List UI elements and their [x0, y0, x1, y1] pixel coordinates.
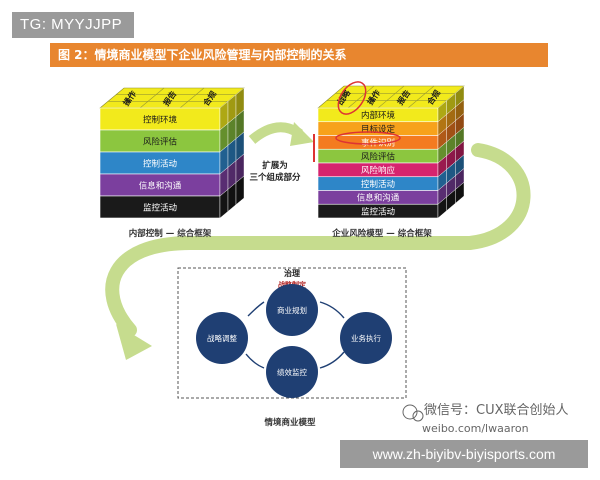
- left-layer-label-1: 风险评估: [143, 136, 178, 147]
- url-footer: www.zh-biyibv-biyisports.com: [340, 440, 588, 468]
- left-layer-label-0: 控制环境: [143, 114, 178, 125]
- node-business-planning: [266, 284, 318, 336]
- flow-arrow-head: [116, 324, 152, 360]
- figure-title: 图 2：情境商业模型下企业风险管理与内部控制的关系: [58, 48, 347, 62]
- left-cube-top-grid: [108, 87, 236, 109]
- node-business-planning-label: 商业规划: [277, 305, 307, 315]
- internal-control-cube: 操作报告合规 控制环境风险评估控制活动信息和沟通监控活动 内部控制 — 综合框架: [99, 87, 245, 239]
- right-cube-top-grid: [326, 85, 456, 109]
- connector-plan-to-execute: [319, 301, 345, 319]
- right-cube-side: [437, 85, 465, 219]
- right-layer-label-1: 目标设定: [361, 124, 396, 135]
- strategy-highlight-ring: [337, 81, 367, 115]
- cycle-connectors: [245, 301, 345, 369]
- node-strategy-adjustment: [196, 312, 248, 364]
- wechat-icon: [402, 404, 418, 420]
- right-side-cell: [455, 181, 465, 204]
- left-top-divider: [139, 87, 165, 109]
- tg-badge: TG: MYYJJPP: [12, 12, 134, 38]
- watermark-line1: 微信号：CUX联合创始人: [424, 403, 569, 418]
- node-business-execution: [340, 312, 392, 364]
- objective-highlight-ring: [335, 131, 401, 145]
- wechat-icon-bubble: [412, 410, 424, 422]
- right-top-divider: [347, 85, 375, 109]
- left-cube-side: [219, 87, 245, 219]
- node-performance-monitoring: [266, 346, 318, 398]
- right-cube-caption: 企业风险模型 — 综合框架: [331, 228, 432, 239]
- node-performance-monitoring-label: 绩效监控: [277, 367, 307, 377]
- right-top-divider: [407, 85, 435, 109]
- left-layer-label-2: 控制活动: [143, 158, 178, 169]
- right-layer-label-7: 监控活动: [361, 206, 396, 217]
- erm-cube: 战略操作报告合规 内部环境目标设定事件识别风险评估风险响应控制活动信息和沟通监控…: [317, 81, 465, 239]
- watermark-line2: weibo.com/lwaaron: [422, 422, 529, 435]
- flow-arrow-body: [105, 143, 531, 337]
- right-cube-bracket: [313, 134, 315, 162]
- connector-execute-to-monitor: [319, 351, 345, 369]
- left-layer-label-4: 监控活动: [143, 202, 178, 213]
- right-layer-label-0: 内部环境: [361, 110, 396, 121]
- left-layer-label-3: 信息和沟通: [139, 180, 182, 191]
- left-cube-caption: 内部控制 — 综合框架: [129, 228, 212, 239]
- expand-label-line2: 三个组成部分: [249, 172, 301, 183]
- expand-label-line1: 扩展为: [262, 160, 288, 171]
- left-side-cell: [235, 175, 245, 206]
- figure-header: 图 2：情境商业模型下企业风险管理与内部控制的关系: [50, 43, 548, 67]
- governance-label: 治理: [284, 268, 300, 278]
- right-layer-label-6: 信息和沟通: [357, 193, 400, 204]
- right-layer-label-5: 控制活动: [361, 179, 396, 190]
- left-top-divider: [179, 87, 205, 109]
- right-layer-label-3: 风险评估: [361, 151, 396, 162]
- right-top-divider: [377, 85, 405, 109]
- expand-arrow-head: [290, 122, 314, 146]
- situational-business-model: 治理 战略制定 商业规划 业务执行 绩效监控 战略调整 情境商业模型: [177, 267, 407, 428]
- wechat-watermark: 微信号：CUX联合创始人 weibo.com/lwaaron: [402, 403, 569, 435]
- node-business-execution-label: 业务执行: [351, 333, 381, 343]
- right-layer-label-4: 风险响应: [361, 165, 396, 176]
- connector-monitor-to-adjust: [245, 353, 265, 369]
- connector-adjust-to-plan: [247, 301, 265, 317]
- model-caption: 情境商业模型: [263, 417, 316, 428]
- node-strategy-adjustment-label: 战略调整: [207, 333, 237, 343]
